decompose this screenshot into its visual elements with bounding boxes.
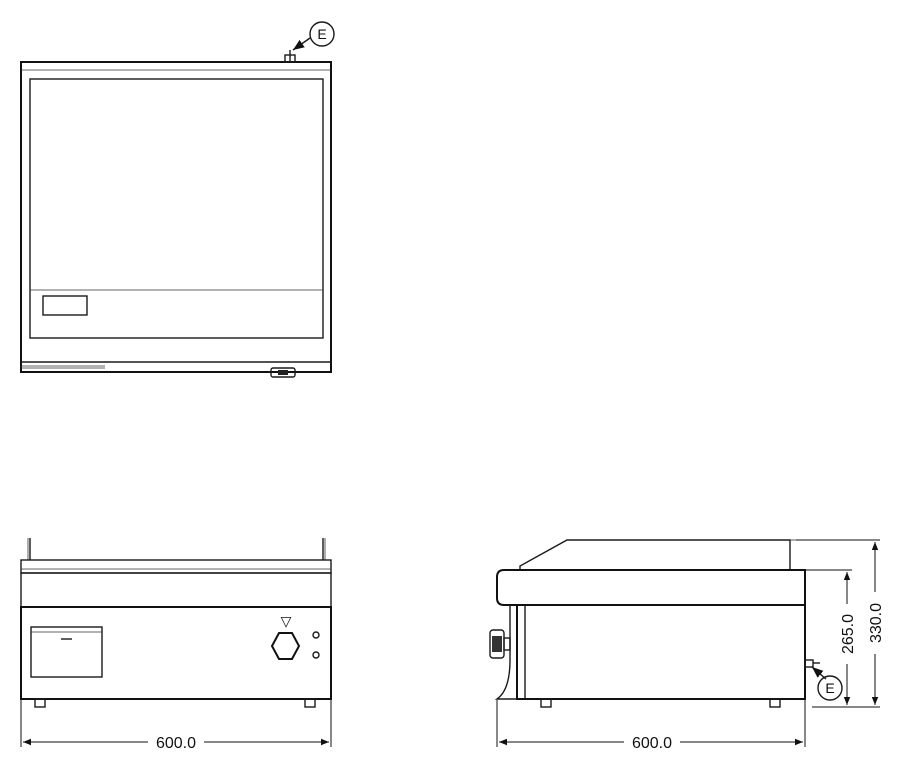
side-splash-guard — [519, 539, 791, 570]
control-knob: ▽ — [270, 613, 301, 660]
body-height-dimension: 265.0 — [840, 614, 857, 654]
drip-drawer — [30, 626, 103, 678]
total-height-dimension: 330.0 — [868, 603, 885, 643]
side-depth-dimension: 600.0 — [632, 735, 672, 752]
callout-e-top — [309, 21, 335, 47]
pilot-light-2 — [312, 651, 320, 659]
side-front-skirt — [494, 605, 517, 700]
side-top-plate — [496, 569, 806, 606]
side-foot-front — [540, 698, 552, 708]
knob-marker: ▽ — [281, 613, 292, 629]
top-knob — [270, 367, 296, 378]
front-foot-left — [34, 698, 46, 708]
callout-e-side-label: E — [825, 680, 834, 696]
top-view-outline — [20, 61, 332, 373]
front-top-edge — [20, 559, 332, 574]
cooking-plate-outline — [29, 78, 324, 339]
front-width-dimension: 600.0 — [156, 735, 196, 752]
front-upper-band — [20, 572, 332, 608]
pilot-light-1 — [312, 631, 320, 639]
gas-connector-side: E — [804, 659, 843, 701]
callout-e-side — [817, 675, 843, 701]
front-view: ▽ 600.0 — [20, 538, 332, 752]
side-body — [516, 604, 806, 700]
gas-connector-top: E — [284, 21, 335, 63]
drip-tray-slot — [42, 295, 88, 316]
front-control-panel — [20, 606, 332, 700]
front-foot-right — [304, 698, 316, 708]
side-view: E 600.0 265.0 330.0 — [489, 539, 885, 752]
callout-e-top-label: E — [317, 26, 326, 42]
side-knob — [489, 629, 511, 659]
side-foot-rear — [769, 698, 781, 708]
top-view: E — [20, 21, 335, 378]
